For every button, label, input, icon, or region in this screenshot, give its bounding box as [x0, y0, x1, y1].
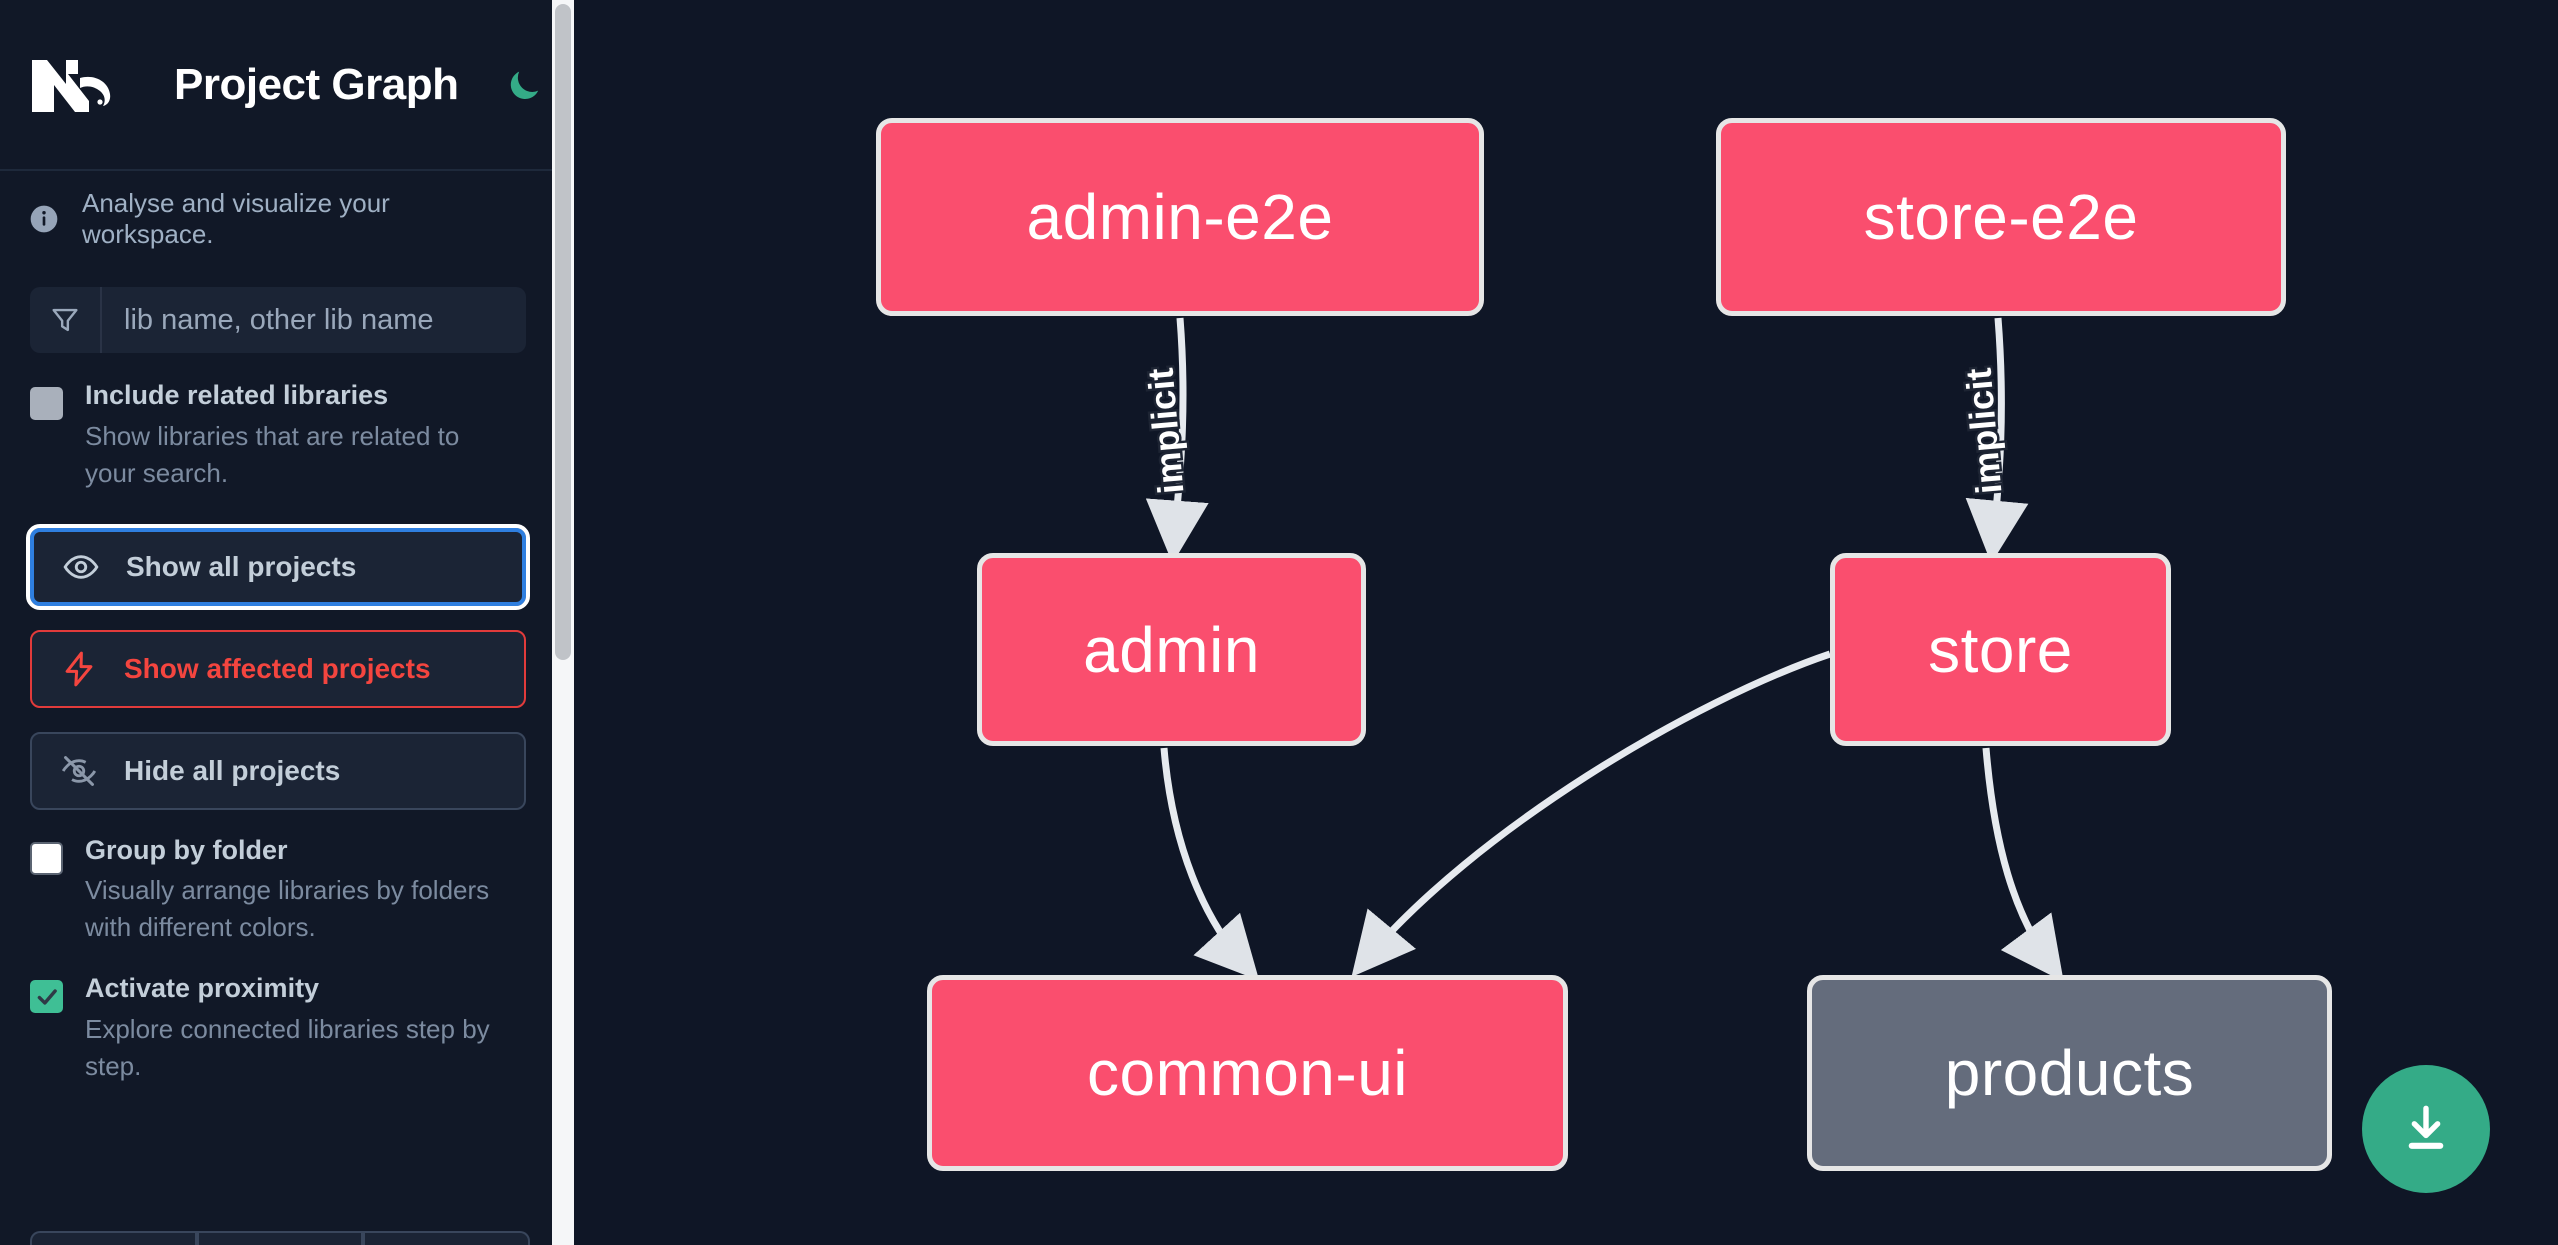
download-icon — [2408, 1105, 2444, 1149]
proximity-stepper-segment[interactable] — [30, 1231, 197, 1245]
search-input[interactable] — [102, 287, 526, 353]
workspace-info-text: Analyse and visualize your workspace. — [82, 188, 390, 249]
checkbox-group-by-folder[interactable]: Group by folder Visually arrange librari… — [0, 834, 556, 947]
sidebar: Project Graph Analyse and visualize your… — [0, 0, 556, 1245]
show-all-projects-button[interactable]: Show all projects — [26, 523, 530, 610]
graph-node-store[interactable]: store — [1830, 553, 2171, 746]
activate-proximity-checkbox[interactable] — [30, 980, 63, 1014]
graph-node-label: products — [1944, 1037, 2195, 1109]
project-graph-canvas[interactable]: implicit implicit admin-e2e store-e2e ad… — [574, 0, 2558, 1245]
show-affected-projects-label: Show affected projects — [124, 652, 431, 684]
search-section — [0, 287, 556, 353]
sidebar-header: Project Graph — [0, 0, 556, 171]
info-icon — [30, 205, 58, 233]
lightning-bolt-icon — [65, 651, 93, 686]
svg-text:implicit: implicit — [1958, 367, 2010, 496]
graph-node-store-e2e[interactable]: store-e2e — [1716, 118, 2286, 316]
graph-node-label: store — [1928, 613, 2073, 686]
graph-node-admin[interactable]: admin — [977, 553, 1366, 746]
graph-node-label: admin — [1083, 613, 1260, 686]
graph-node-products[interactable]: products — [1807, 975, 2332, 1171]
include-related-libraries-checkbox[interactable] — [30, 387, 63, 420]
activate-proximity-label: Activate proximity — [85, 973, 320, 1004]
project-visibility-buttons: Show all projects Show affected projects… — [0, 523, 556, 810]
activate-proximity-description: Explore connected libraries step by step… — [85, 1013, 490, 1081]
nx-logo-icon — [32, 59, 111, 112]
filter-icon[interactable] — [30, 287, 102, 353]
group-by-folder-label: Group by folder — [85, 834, 288, 865]
checkbox-include-related-libraries[interactable]: Include related libraries Show libraries… — [0, 379, 556, 492]
group-by-folder-checkbox[interactable] — [30, 841, 63, 875]
check-icon — [37, 988, 57, 1005]
show-all-projects-label: Show all projects — [126, 550, 357, 582]
search-box[interactable] — [30, 287, 526, 353]
graph-node-admin-e2e[interactable]: admin-e2e — [876, 118, 1484, 316]
hide-all-projects-button[interactable]: Hide all projects — [30, 731, 526, 810]
proximity-stepper-segment[interactable] — [196, 1231, 364, 1245]
sidebar-scrollbar-thumb[interactable] — [555, 4, 571, 660]
checkbox-activate-proximity[interactable]: Activate proximity Explore connected lib… — [0, 972, 556, 1085]
page-title: Project Graph — [174, 59, 459, 109]
proximity-stepper-control[interactable] — [30, 1231, 531, 1245]
eye-off-icon — [61, 755, 97, 786]
include-related-libraries-label: Include related libraries — [85, 380, 389, 410]
show-affected-projects-button[interactable]: Show affected projects — [30, 629, 526, 708]
graph-node-label: common-ui — [1086, 1037, 1409, 1109]
graph-node-common-ui[interactable]: common-ui — [927, 975, 1568, 1171]
hide-all-projects-label: Hide all projects — [124, 754, 341, 786]
graph-edges: implicit implicit — [1137, 317, 2064, 982]
eye-icon — [63, 554, 99, 579]
edge-label-implicit-2: implicit — [1955, 364, 2012, 498]
proximity-stepper-segment[interactable] — [363, 1231, 531, 1245]
download-image-button[interactable] — [2362, 1065, 2490, 1193]
graph-node-label: admin-e2e — [1026, 181, 1334, 253]
include-related-libraries-description: Show libraries that are related to your … — [85, 420, 460, 488]
moon-icon[interactable] — [502, 63, 546, 107]
group-by-folder-description: Visually arrange libraries by folders wi… — [85, 875, 490, 943]
graph-node-label: store-e2e — [1863, 181, 2139, 253]
workspace-info: Analyse and visualize your workspace. — [0, 171, 556, 267]
